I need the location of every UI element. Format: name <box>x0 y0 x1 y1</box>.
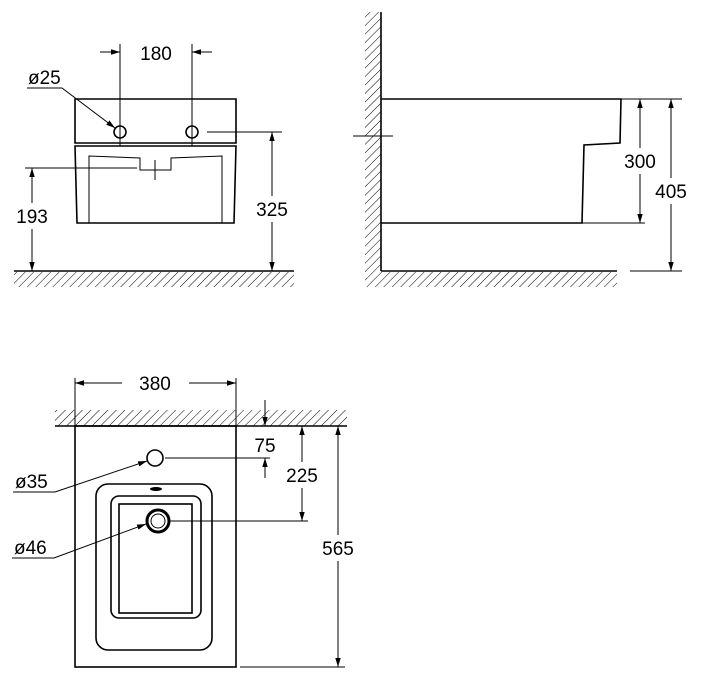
wall-hatch <box>365 12 381 272</box>
side-view: 300 405 <box>353 12 691 287</box>
dim-193: 193 <box>16 207 48 228</box>
drain-outer <box>145 508 171 534</box>
dim-o46: ø46 <box>14 538 47 559</box>
basin-middle <box>110 495 202 619</box>
floor-hatch <box>14 272 294 287</box>
front-view: 180 ø25 325 193 <box>12 44 294 287</box>
bidet-top <box>74 98 237 144</box>
dim-325: 325 <box>256 200 288 221</box>
dim-300: 300 <box>624 152 656 173</box>
dim-405: 405 <box>655 182 687 203</box>
dim-o25: ø25 <box>28 68 61 89</box>
dim-380: 380 <box>139 374 171 395</box>
floor-hatch-side <box>365 272 617 287</box>
basin-inner <box>118 503 193 614</box>
basin-outer <box>95 483 213 651</box>
top-view: 380 75 225 565 ø35 ø46 <box>12 374 360 668</box>
overflow-slot <box>150 487 162 491</box>
bidet-side-profile <box>381 98 622 224</box>
dim-75: 75 <box>254 436 275 457</box>
drain-inner <box>150 513 166 529</box>
dim-565: 565 <box>322 539 354 560</box>
tap-hole <box>146 449 164 467</box>
dim-225: 225 <box>286 466 318 487</box>
dim-o35: ø35 <box>15 472 48 493</box>
bidet-body <box>74 145 237 224</box>
dim-180: 180 <box>140 44 172 65</box>
bidet-outline <box>74 425 237 668</box>
wall-hatch-top <box>55 410 347 426</box>
